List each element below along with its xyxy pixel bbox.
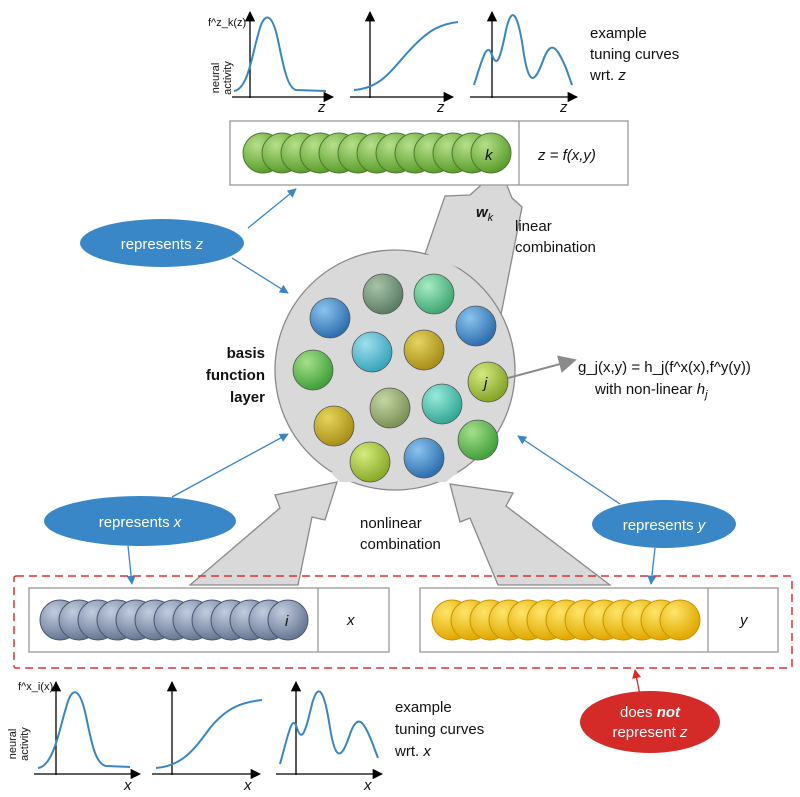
basis-neuron-j xyxy=(467,361,509,403)
basis-neuron xyxy=(292,349,334,391)
not-represent-arrow xyxy=(632,669,642,696)
top-caption-2: tuning curves xyxy=(590,46,679,63)
top-x-label-3: z xyxy=(559,99,568,116)
basis-layer-line1: basis xyxy=(227,345,265,362)
represents-z-arrow-up xyxy=(247,188,297,229)
basis-neuron xyxy=(403,329,445,371)
input-layer-x: i x xyxy=(28,587,390,653)
basis-equation-line2: with non-linear hj xyxy=(594,381,708,401)
top-activity-label-2: activity xyxy=(222,61,234,95)
basis-neuron-j-label: j xyxy=(482,375,488,392)
weights-label: wk xyxy=(476,204,494,224)
nonlinear-combination-line1: nonlinear xyxy=(360,515,422,532)
input-x-var: x xyxy=(346,612,355,629)
bottom-caption-1: example xyxy=(395,699,452,716)
basis-equation-arrow xyxy=(507,355,577,379)
basis-neuron xyxy=(309,297,351,339)
top-x-label-2: z xyxy=(436,99,445,116)
svg-text:represents z: represents z xyxy=(121,236,204,253)
represents-z-arrow-down xyxy=(231,257,289,294)
basis-layer-line2: function xyxy=(206,367,265,384)
top-tuning-plot-2: z xyxy=(350,10,459,116)
svg-text:represents y: represents y xyxy=(623,517,707,534)
bottom-activity-label-2: activity xyxy=(19,727,31,761)
linear-combination-line1: linear xyxy=(515,218,552,235)
represents-y-arrow-up xyxy=(517,435,621,505)
input-x-neurons xyxy=(39,599,309,641)
basis-neuron xyxy=(413,273,455,315)
represents-x-ellipse: represents x xyxy=(44,496,236,546)
linear-combination-line2: combination xyxy=(515,239,596,256)
represents-y-ellipse: represents y xyxy=(592,500,736,548)
top-curve-2 xyxy=(353,21,459,91)
bottom-caption-2: tuning curves xyxy=(395,721,484,738)
top-caption-3: wrt. z xyxy=(589,67,626,84)
output-equation: z = f(x,y) xyxy=(537,147,596,164)
bottom-x-label-2: x xyxy=(243,777,252,794)
svg-text:represents x: represents x xyxy=(99,514,182,531)
bottom-activity-label-1: neural xyxy=(7,729,19,760)
svg-text:represent z: represent z xyxy=(612,724,688,741)
top-curve-3 xyxy=(473,14,573,86)
bottom-x-label-3: x xyxy=(363,777,372,794)
basis-neuron xyxy=(362,273,404,315)
bottom-caption-3: wrt. x xyxy=(394,743,431,760)
represents-y-arrow-down xyxy=(647,547,657,585)
represents-x-arrow-up xyxy=(171,433,289,498)
top-activity-label-1: neural xyxy=(210,63,222,94)
input-layer-y: y xyxy=(419,587,779,653)
basis-equation-line1: g_j(x,y) = h_j(f^x(x),f^y(y)) xyxy=(578,359,751,376)
nonlinear-cone-x xyxy=(188,481,338,586)
basis-neuron xyxy=(421,383,463,425)
basis-neuron xyxy=(457,419,499,461)
nonlinear-combination-line2: combination xyxy=(360,536,441,553)
bottom-tuning-plot-1: x xyxy=(34,680,142,794)
bottom-tuning-plot-2: x xyxy=(152,680,263,794)
bottom-curve-1 xyxy=(37,691,131,769)
top-caption-1: example xyxy=(590,25,647,42)
bottom-x-label-1: x xyxy=(123,777,132,794)
bottom-tuning-curves: f^x_i(x) neural activity x x x example t… xyxy=(7,680,484,794)
basis-neuron xyxy=(313,405,355,447)
basis-neuron xyxy=(369,387,411,429)
bottom-curve-2 xyxy=(155,699,263,769)
represents-z-ellipse: represents z xyxy=(80,219,244,267)
bottom-curve-3 xyxy=(279,690,379,765)
top-y-axis-label: f^z_k(z) xyxy=(208,17,246,29)
basis-neuron xyxy=(351,331,393,373)
svg-text:does not: does not xyxy=(620,704,681,721)
basis-neuron xyxy=(349,441,391,483)
output-neurons xyxy=(242,132,512,174)
top-tuning-curves: f^z_k(z) neural activity z z z example t… xyxy=(208,10,679,116)
output-layer: k z = f(x,y) xyxy=(229,120,629,186)
bottom-tuning-plot-3: x xyxy=(276,680,384,794)
top-curve-1 xyxy=(233,16,327,92)
basis-neuron xyxy=(403,437,445,479)
basis-neuron xyxy=(455,305,497,347)
top-x-label-1: z xyxy=(317,99,326,116)
input-y-var: y xyxy=(739,612,749,629)
output-neuron-k-label: k xyxy=(485,147,494,164)
top-tuning-plot-3: z xyxy=(470,10,579,116)
basis-neurons: j xyxy=(292,273,509,483)
basis-layer-line3: layer xyxy=(230,389,265,406)
input-y-neurons xyxy=(431,599,701,641)
represents-x-arrow-down xyxy=(126,545,136,585)
bottom-y-axis-label: f^x_i(x) xyxy=(18,681,53,693)
input-neuron-i-label: i xyxy=(285,613,289,630)
input-layers-dashed-box xyxy=(13,575,793,669)
not-represent-z-ellipse: does not represent z xyxy=(580,691,720,753)
nonlinear-cone-y xyxy=(449,483,612,586)
top-tuning-plot-1: z xyxy=(232,10,335,116)
